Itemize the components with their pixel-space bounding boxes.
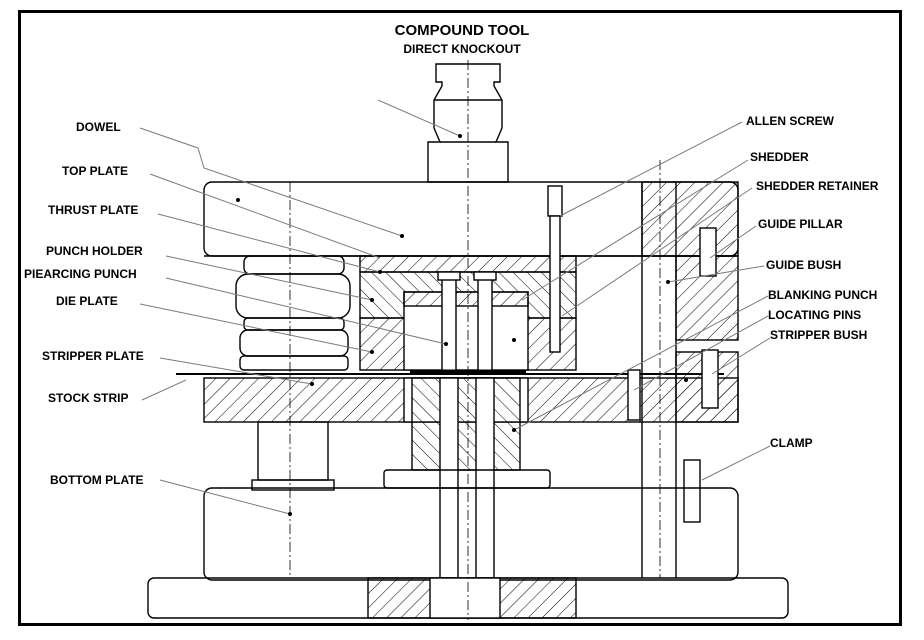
label-top-plate: TOP PLATE [62,164,129,178]
label-guide-pillar: GUIDE PILLAR [758,217,843,231]
label-blanking-punch: BLANKING PUNCH [768,288,878,302]
label-stripper-bush: STRIPPER BUSH [770,328,868,342]
drawing-subtitle: DIRECT KNOCKOUT [403,42,521,56]
label-piercing-punch: PIEARCING PUNCH [24,267,137,281]
label-clamp: CLAMP [770,436,813,450]
left-guide-stack [235,255,351,371]
label-locating-pins: LOCATING PINS [768,308,862,322]
bottom-plate [203,487,739,581]
label-guide-bush: GUIDE BUSH [766,258,842,272]
label-thrust-plate: THRUST PLATE [48,203,139,217]
label-punch-holder: PUNCH HOLDER [46,244,143,258]
label-bottom-plate: BOTTOM PLATE [50,473,144,487]
drawing-title: COMPOUND TOOL [394,22,530,39]
label-stock-strip: STOCK STRIP [48,391,129,405]
blanking-punch [411,377,521,471]
label-stripper-plate: STRIPPER PLATE [42,349,144,363]
label-dowel: DOWEL [76,120,121,134]
label-shedder-retainer: SHEDDER RETAINER [756,179,879,193]
label-shedder: SHEDDER [750,150,809,164]
label-die-plate: DIE PLATE [56,294,118,308]
label-allen-screw: ALLEN SCREW [746,114,834,128]
